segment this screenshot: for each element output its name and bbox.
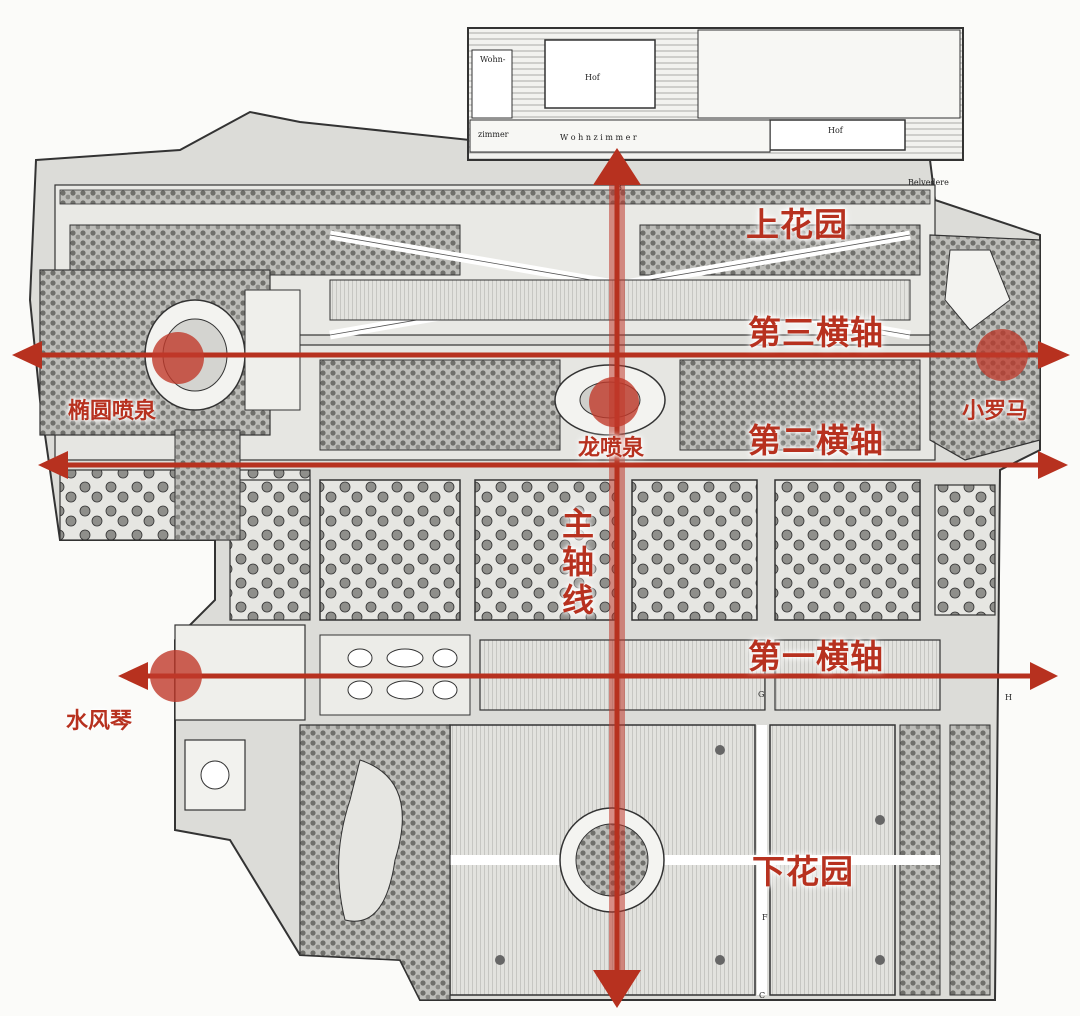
plan-label-zimmer: zimmer [478, 130, 509, 139]
plan-label-belvedere: Belvedere [908, 178, 949, 187]
plan-letter-h: H [1005, 693, 1012, 702]
plan-label-hof-left: Hof [585, 73, 601, 82]
water-organ-marker [150, 650, 202, 702]
third-axis-arrow-left [12, 341, 42, 369]
plan-letter-g: G [758, 690, 764, 699]
main-axis-arrow-top [593, 148, 641, 185]
west-wood-area [174, 429, 451, 1001]
main-axis-arrow-bottom [593, 970, 641, 1008]
dragon-fountain-marker [589, 377, 639, 427]
plan-letter-f: F [762, 913, 768, 922]
little-rome-marker [976, 329, 1028, 381]
third-axis-arrow-right [1038, 341, 1070, 369]
first-axis-arrow-right [1030, 662, 1058, 690]
plan-drawing: Hof Hof Wohn- zimmer W o h n z i m m e r… [28, 27, 1041, 1001]
axis-overlay [12, 148, 1070, 1008]
first-axis-arrow-left [118, 662, 148, 690]
plan-letter-c: C [759, 991, 765, 1000]
upper-garden-area [54, 184, 936, 340]
tree-quarters [59, 469, 996, 621]
palace: Hof Hof Wohn- zimmer W o h n z i m m e r… [467, 27, 964, 187]
plan-label-wohn: Wohn- [480, 55, 506, 64]
oval-fountain-marker [152, 332, 204, 384]
second-axis-arrow-left [38, 451, 68, 479]
lower-garden-area [449, 724, 991, 996]
second-axis-arrow-right [1038, 451, 1068, 479]
plan-label-hof-right: Hof [828, 126, 844, 135]
plan-label-wohnzimmer: W o h n z i m m e r [560, 133, 637, 142]
